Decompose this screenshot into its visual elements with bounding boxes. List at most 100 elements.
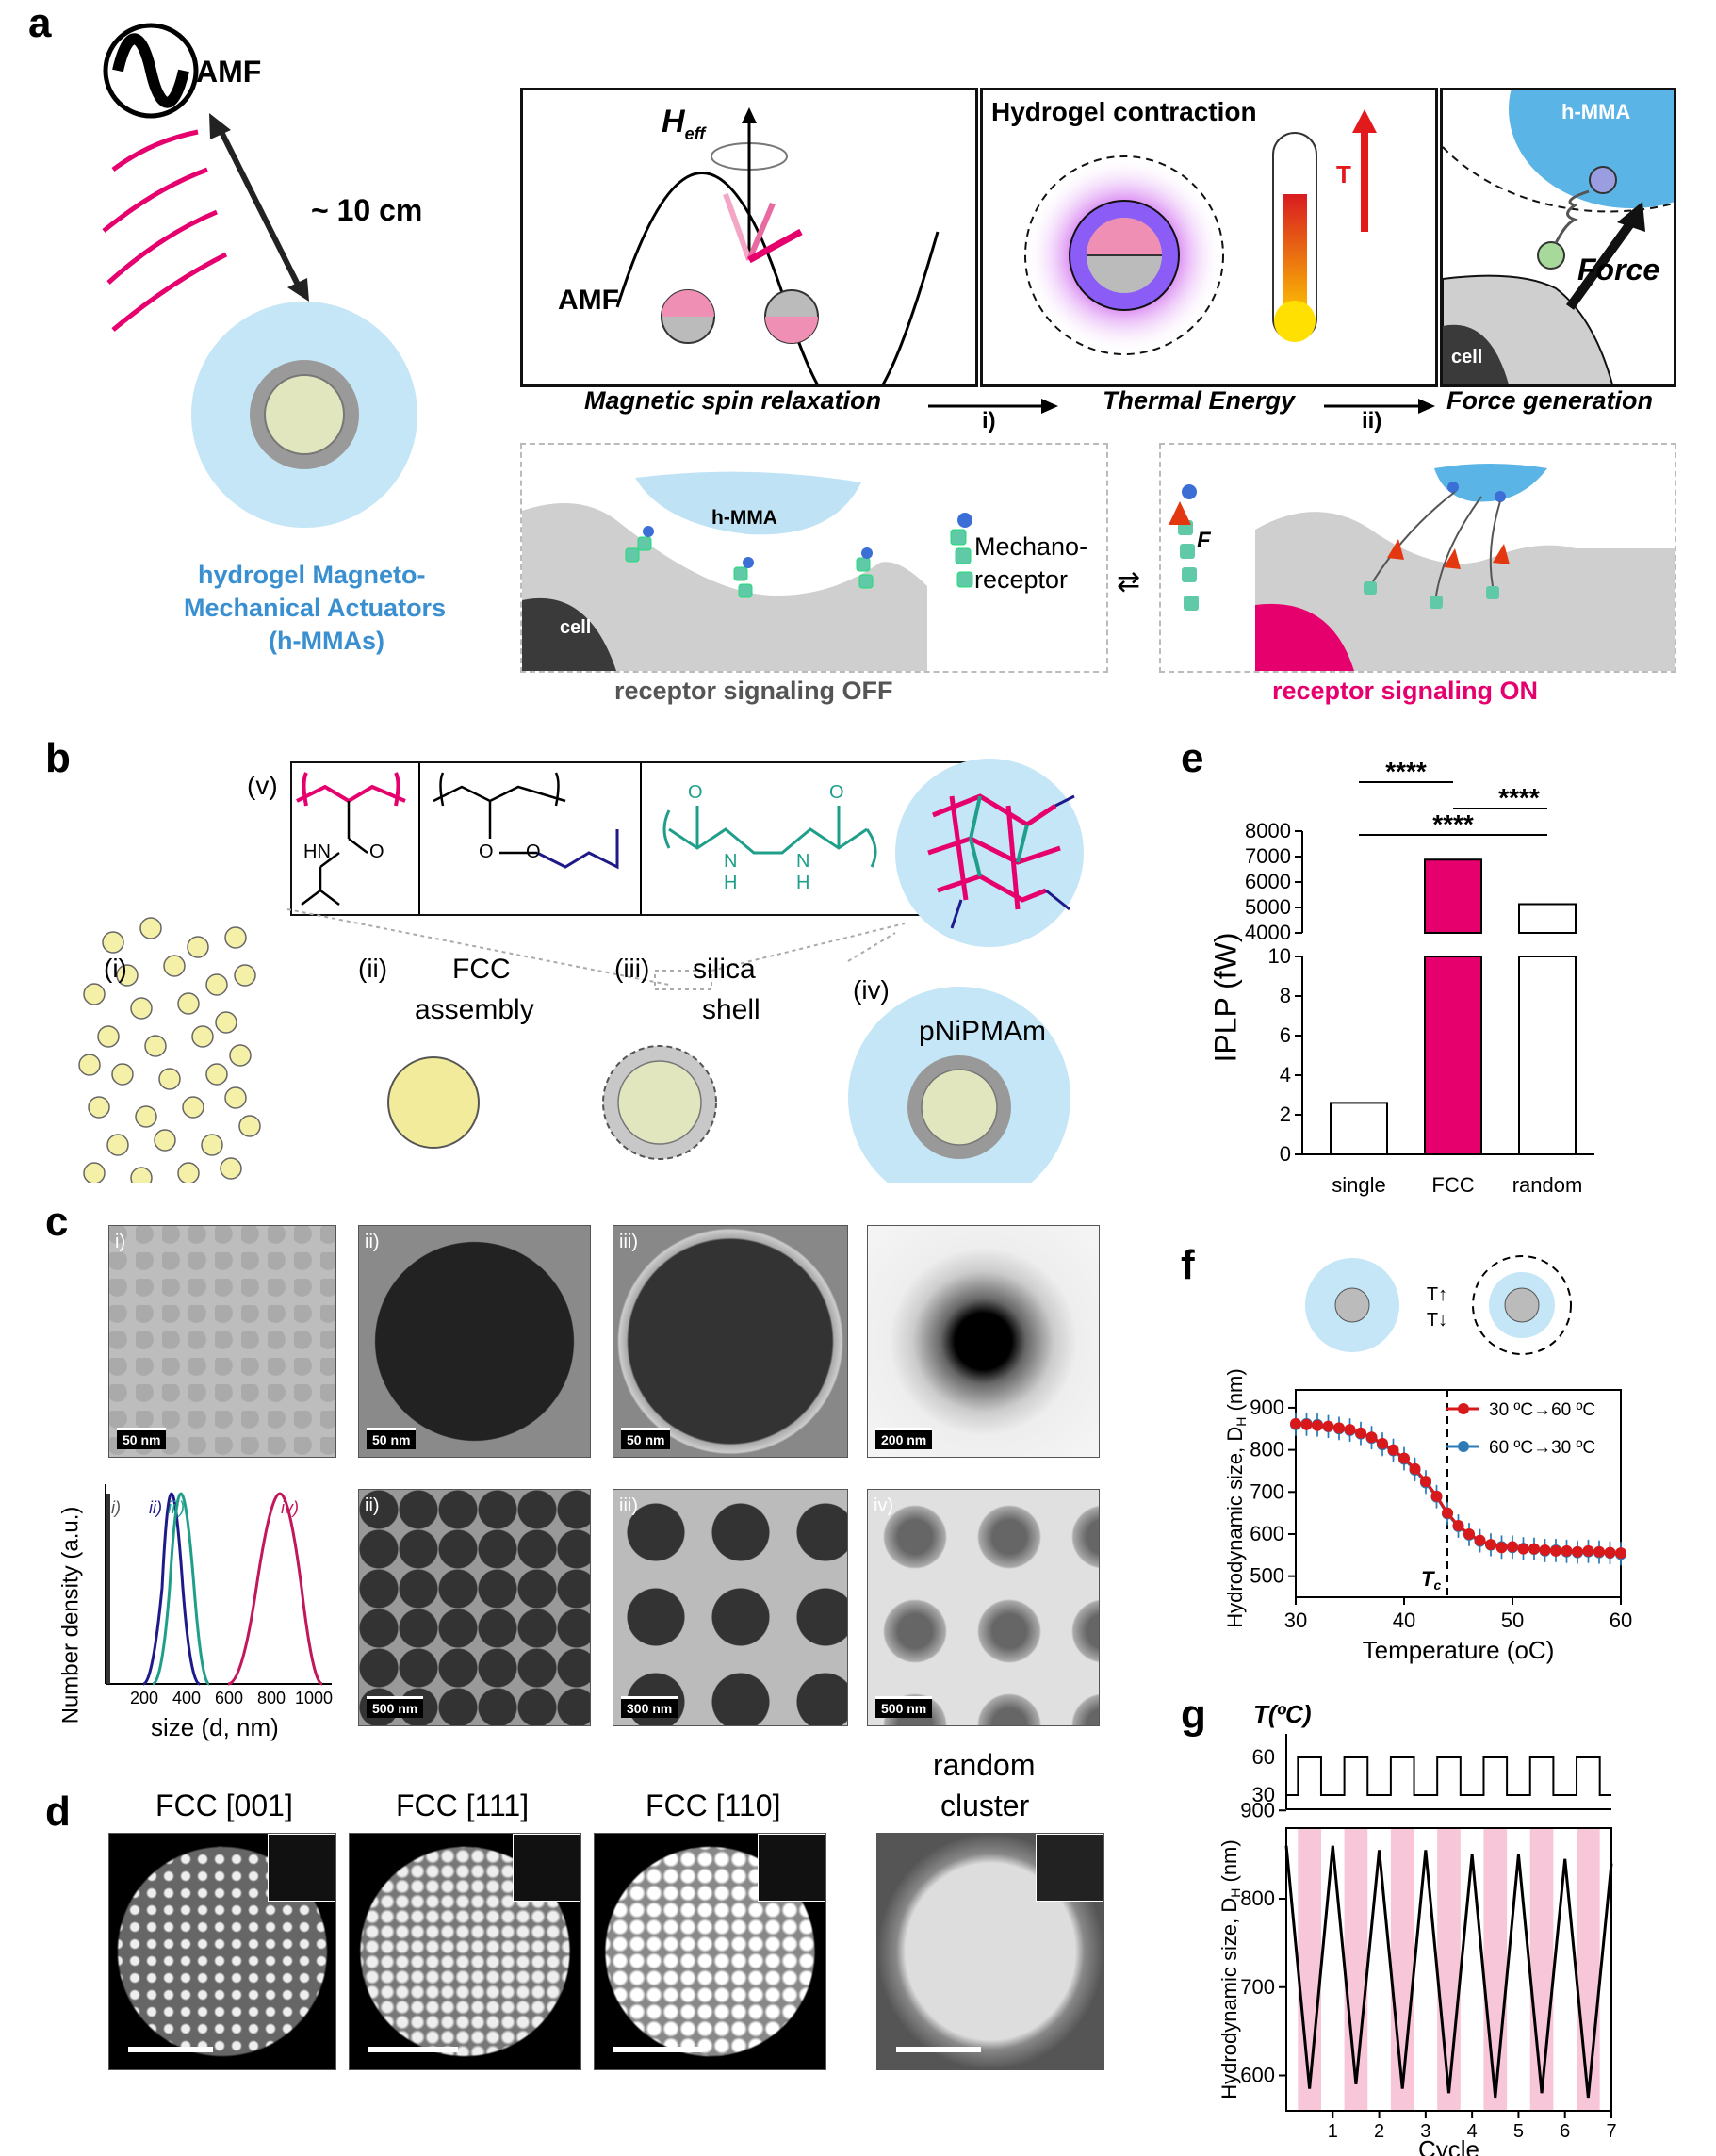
g-ytick-label: 900 (1240, 1798, 1275, 1821)
distance-label: ~ 10 cm (311, 193, 423, 227)
f-point (1561, 1544, 1573, 1557)
nanoparticle (106, 1134, 129, 1156)
f-legend-marker (1458, 1403, 1469, 1414)
f-point (1474, 1534, 1486, 1546)
nanoparticle (163, 955, 186, 977)
stem-title-random-line2: cluster (940, 1788, 1030, 1822)
e-tick-label: 8000 (1245, 819, 1291, 842)
g-xtick-label: 3 (1420, 2121, 1430, 2142)
off-hmma-label: h-MMA (711, 507, 777, 529)
e-tick-label: 4000 (1245, 921, 1291, 944)
f-xtick-label: 40 (1393, 1609, 1415, 1632)
f-point (1312, 1419, 1323, 1431)
thermal-illustration (1024, 109, 1377, 355)
mechanoreceptor-label-line2: receptor (974, 565, 1069, 594)
chemical-structure-box (290, 761, 1001, 916)
f-point (1442, 1507, 1453, 1519)
nanoparticle (102, 931, 124, 954)
force-label: Force (1577, 253, 1660, 286)
f-ytick-label: 700 (1250, 1479, 1284, 1503)
g-heating-band (1390, 1828, 1414, 2111)
g-top-title: T(ºC) (1253, 1700, 1311, 1728)
receptor-on-box (1159, 443, 1676, 673)
tem-image-c-iv-bottom: iv) 500 nm (867, 1489, 1100, 1726)
g-axes-frame (1285, 1827, 1612, 2112)
g-top-ytick: 60 (1252, 1745, 1275, 1769)
f-arrow-down: T↓ (1427, 1310, 1447, 1331)
label-iii: (iii) (614, 954, 650, 983)
tem-image-c-ii: ii) 50 nm (358, 1225, 591, 1458)
tem-label-c-iii: iii) (619, 1232, 638, 1252)
nanoparticle (78, 1054, 101, 1076)
g-temperature-trace (1286, 1756, 1611, 1796)
stem-image-001 (108, 1833, 336, 2070)
silica-shell-line1: silica (693, 954, 756, 985)
chem-o-2: O (479, 841, 494, 862)
size-distribution-plot (105, 1484, 332, 1686)
label-ii: (ii) (358, 954, 388, 983)
f-point (1485, 1539, 1496, 1551)
chem-o-1: O (369, 841, 384, 862)
e-bar-lower (1518, 956, 1577, 1155)
chem-o-4: O (688, 782, 703, 803)
f-legend-label: 30 ºC→60 ºC (1489, 1400, 1595, 1420)
chemical-structures (296, 763, 877, 914)
f-xtick-label: 30 (1284, 1609, 1307, 1632)
amf-illustration (102, 23, 417, 528)
e-category-label: random (1512, 1173, 1583, 1197)
e-bar-upper (1424, 858, 1482, 934)
force-generation-box (1440, 10, 1716, 387)
dist-label-i: i) (111, 1498, 121, 1517)
f-point (1398, 1452, 1410, 1464)
step-arrows (928, 399, 1435, 414)
scalebar-d-111 (368, 2047, 458, 2052)
f-point (1528, 1543, 1540, 1555)
hmma-label-line1: hydrogel Magneto- (198, 561, 426, 589)
f-point (1572, 1545, 1583, 1558)
stem-image-110 (594, 1833, 826, 2070)
nanoparticle (224, 1086, 247, 1109)
f-legend-label: 60 ºC→30 ºC (1489, 1438, 1595, 1458)
g-xtick-label: 4 (1467, 2121, 1478, 2142)
f-tc-label: Tc (1421, 1567, 1441, 1592)
receptor-on-illustration (1169, 464, 1675, 671)
f-point (1430, 1490, 1443, 1502)
label-iv: (iv) (853, 975, 890, 1004)
tem-label-c-ii-bottom: ii) (365, 1495, 380, 1516)
panel-label-b: b (45, 735, 71, 781)
nanoparticle (111, 1063, 134, 1086)
e-tick-label: 6000 (1245, 870, 1291, 893)
f-arrow-up: T↑ (1427, 1284, 1447, 1305)
nanoparticle (234, 964, 256, 987)
iplp-ylabel: IPLP (fW) (1208, 932, 1243, 1063)
fcc-assembly-line1: FCC (452, 954, 511, 985)
nanoparticle (154, 1129, 176, 1152)
nanoparticle (88, 1096, 110, 1119)
e-tick-label: 4 (1280, 1063, 1291, 1086)
nanoparticle (177, 1162, 200, 1183)
fft-inset-111 (513, 1834, 580, 1902)
receptor-off-box (520, 443, 1108, 673)
f-ylabel: Hydrodynamic size, DH (nm) (1223, 1368, 1249, 1627)
off-cell-label: cell (560, 617, 592, 638)
f-point (1463, 1527, 1475, 1540)
dist-label-iv: iv) (281, 1498, 299, 1517)
dist-tick-3: 800 (257, 1689, 286, 1707)
nanoparticle (229, 1044, 252, 1067)
box3-cell-label: cell (1451, 347, 1483, 368)
g-ytick-label: 600 (1240, 2064, 1275, 2087)
g-size-trace (1284, 1845, 1613, 2099)
hydrogel-contraction-box (980, 88, 1438, 387)
box3-hmma-label: h-MMA (1561, 100, 1631, 123)
e-sig-label: **** (1432, 809, 1474, 839)
f-point (1539, 1544, 1551, 1556)
panel-label-a: a (28, 0, 52, 46)
nanoparticle (220, 1157, 242, 1180)
hydrogel-contraction-title: Hydrogel contraction (991, 97, 1257, 126)
stem-title-110: FCC [110] (646, 1788, 781, 1822)
g-xtick-label: 1 (1328, 2121, 1338, 2142)
panel-label-e: e (1181, 735, 1204, 781)
receptor-signaling-off: receptor signaling OFF (614, 677, 893, 705)
e-sig-label: **** (1385, 757, 1427, 786)
